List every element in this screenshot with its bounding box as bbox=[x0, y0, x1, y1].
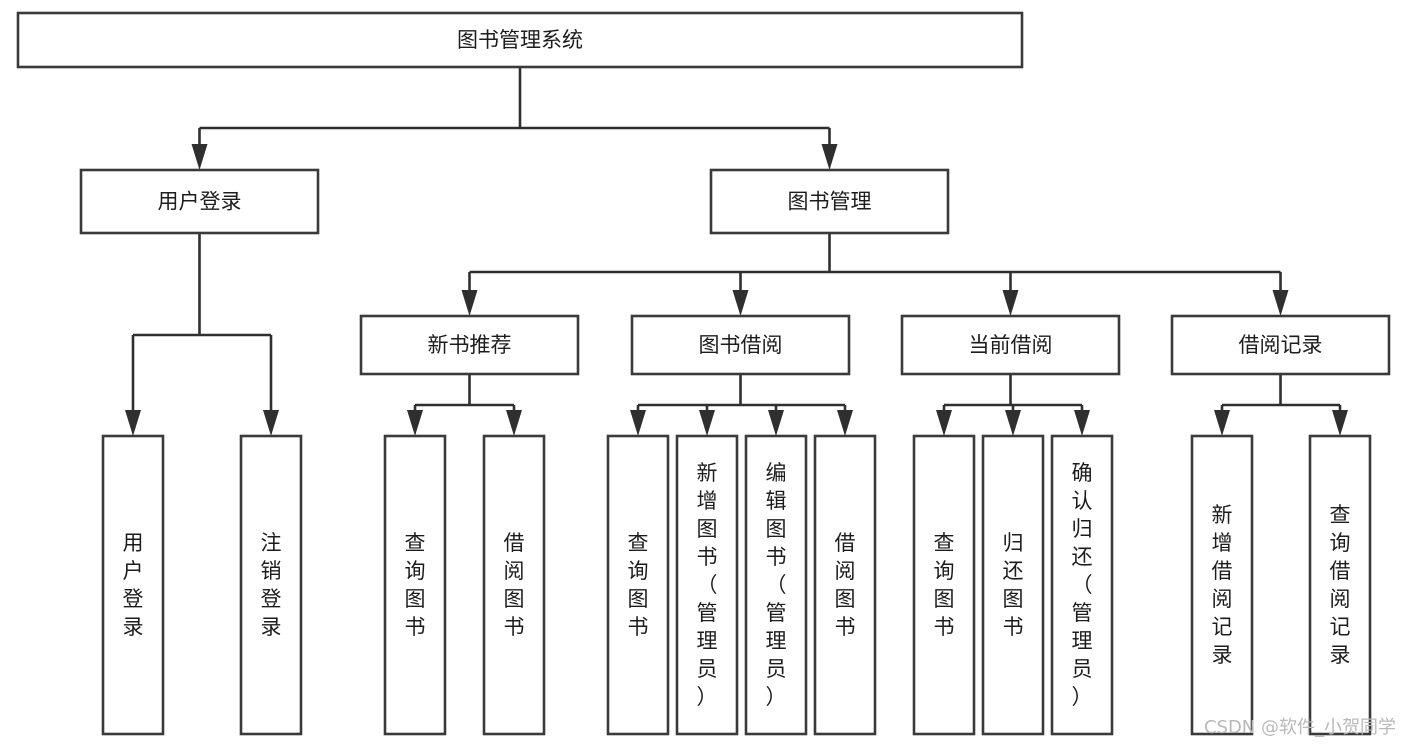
node-leaf-current-return[interactable]: 归还图书 bbox=[981, 434, 1045, 736]
node-leaf-user-logout[interactable]: 注销登录 bbox=[239, 434, 303, 736]
node-label-record: 借阅记录 bbox=[1239, 333, 1323, 357]
node-box-leaf-current-confirm[interactable] bbox=[1050, 434, 1114, 736]
node-box-leaf-user-logout[interactable] bbox=[239, 434, 303, 736]
node-box-leaf-current-return[interactable] bbox=[981, 434, 1045, 736]
node-leaf-user-login[interactable]: 用户登录 bbox=[101, 434, 165, 736]
connector-borrow bbox=[630, 374, 853, 436]
node-label-leaf-record-query: 查询借阅记录 bbox=[1330, 503, 1351, 667]
node-leaf-current-confirm[interactable]: 确认归还（管理员） bbox=[1050, 434, 1114, 736]
node-borrow[interactable]: 图书借阅 bbox=[630, 314, 851, 376]
node-box-leaf-borrow-edit[interactable] bbox=[744, 434, 808, 736]
node-label-bookmgmt: 图书管理 bbox=[788, 190, 872, 214]
node-box-leaf-borrow-query[interactable] bbox=[606, 434, 670, 736]
node-layer: 图书管理系统用户登录图书管理新书推荐图书借阅当前借阅借阅记录用户登录注销登录查询… bbox=[16, 11, 1391, 736]
node-label-leaf-borrow-loan: 借阅图书 bbox=[835, 531, 856, 639]
node-box-leaf-borrow-loan[interactable] bbox=[813, 434, 877, 736]
node-box-current[interactable] bbox=[900, 314, 1121, 376]
node-leaf-current-query[interactable]: 查询图书 bbox=[912, 434, 976, 736]
node-label-root: 图书管理系统 bbox=[457, 28, 583, 52]
node-label-borrow: 图书借阅 bbox=[699, 333, 783, 357]
node-leaf-record-add[interactable]: 新增借阅记录 bbox=[1190, 434, 1254, 736]
node-label-newbook: 新书推荐 bbox=[428, 333, 512, 357]
connector-record bbox=[1214, 374, 1348, 436]
node-leaf-borrow-loan[interactable]: 借阅图书 bbox=[813, 434, 877, 736]
node-leaf-newbook-query[interactable]: 查询图书 bbox=[383, 434, 447, 736]
node-leaf-borrow-add[interactable]: 新增图书（管理员） bbox=[675, 434, 739, 736]
node-current[interactable]: 当前借阅 bbox=[900, 314, 1121, 376]
connector-bookmgmt bbox=[461, 233, 1289, 316]
node-box-leaf-current-query[interactable] bbox=[912, 434, 976, 736]
connector-newbook bbox=[407, 374, 522, 436]
connector-login bbox=[125, 233, 279, 436]
node-label-leaf-current-confirm: 确认归还（管理员） bbox=[1072, 461, 1093, 709]
node-box-leaf-newbook-query[interactable] bbox=[383, 434, 447, 736]
node-box-login[interactable] bbox=[79, 168, 320, 235]
node-bookmgmt[interactable]: 图书管理 bbox=[709, 168, 950, 235]
node-label-leaf-newbook-borrow: 借阅图书 bbox=[504, 531, 525, 639]
node-label-leaf-user-logout: 注销登录 bbox=[261, 531, 282, 639]
node-label-login: 用户登录 bbox=[158, 190, 242, 214]
node-leaf-record-query[interactable]: 查询借阅记录 bbox=[1308, 434, 1372, 736]
node-box-record[interactable] bbox=[1170, 314, 1391, 376]
node-label-leaf-current-return: 归还图书 bbox=[1003, 531, 1024, 639]
node-box-leaf-record-add[interactable] bbox=[1190, 434, 1254, 736]
node-box-leaf-record-query[interactable] bbox=[1308, 434, 1372, 736]
node-label-leaf-user-login: 用户登录 bbox=[123, 531, 144, 639]
node-label-leaf-record-add: 新增借阅记录 bbox=[1212, 503, 1233, 667]
node-box-leaf-borrow-add[interactable] bbox=[675, 434, 739, 736]
node-box-leaf-newbook-borrow[interactable] bbox=[482, 434, 546, 736]
connector-current bbox=[936, 374, 1090, 436]
connector-layer bbox=[125, 67, 1348, 436]
node-label-leaf-borrow-edit: 编辑图书（管理员） bbox=[766, 461, 787, 709]
node-leaf-borrow-query[interactable]: 查询图书 bbox=[606, 434, 670, 736]
node-box-leaf-user-login[interactable] bbox=[101, 434, 165, 736]
node-newbook[interactable]: 新书推荐 bbox=[359, 314, 580, 376]
node-box-borrow[interactable] bbox=[630, 314, 851, 376]
node-label-current: 当前借阅 bbox=[969, 333, 1053, 357]
csdn-watermark: CSDN @软件_小贺同学 bbox=[1204, 717, 1396, 738]
node-box-bookmgmt[interactable] bbox=[709, 168, 950, 235]
node-label-leaf-current-query: 查询图书 bbox=[934, 531, 955, 639]
node-leaf-newbook-borrow[interactable]: 借阅图书 bbox=[482, 434, 546, 736]
node-login[interactable]: 用户登录 bbox=[79, 168, 320, 235]
node-box-root[interactable] bbox=[16, 11, 1024, 69]
node-label-leaf-borrow-add: 新增图书（管理员） bbox=[697, 461, 718, 709]
node-label-leaf-borrow-query: 查询图书 bbox=[628, 531, 649, 639]
node-leaf-borrow-edit[interactable]: 编辑图书（管理员） bbox=[744, 434, 808, 736]
node-label-leaf-newbook-query: 查询图书 bbox=[405, 531, 426, 639]
node-record[interactable]: 借阅记录 bbox=[1170, 314, 1391, 376]
connector-root bbox=[191, 67, 838, 170]
node-box-newbook[interactable] bbox=[359, 314, 580, 376]
node-root[interactable]: 图书管理系统 bbox=[16, 11, 1024, 69]
